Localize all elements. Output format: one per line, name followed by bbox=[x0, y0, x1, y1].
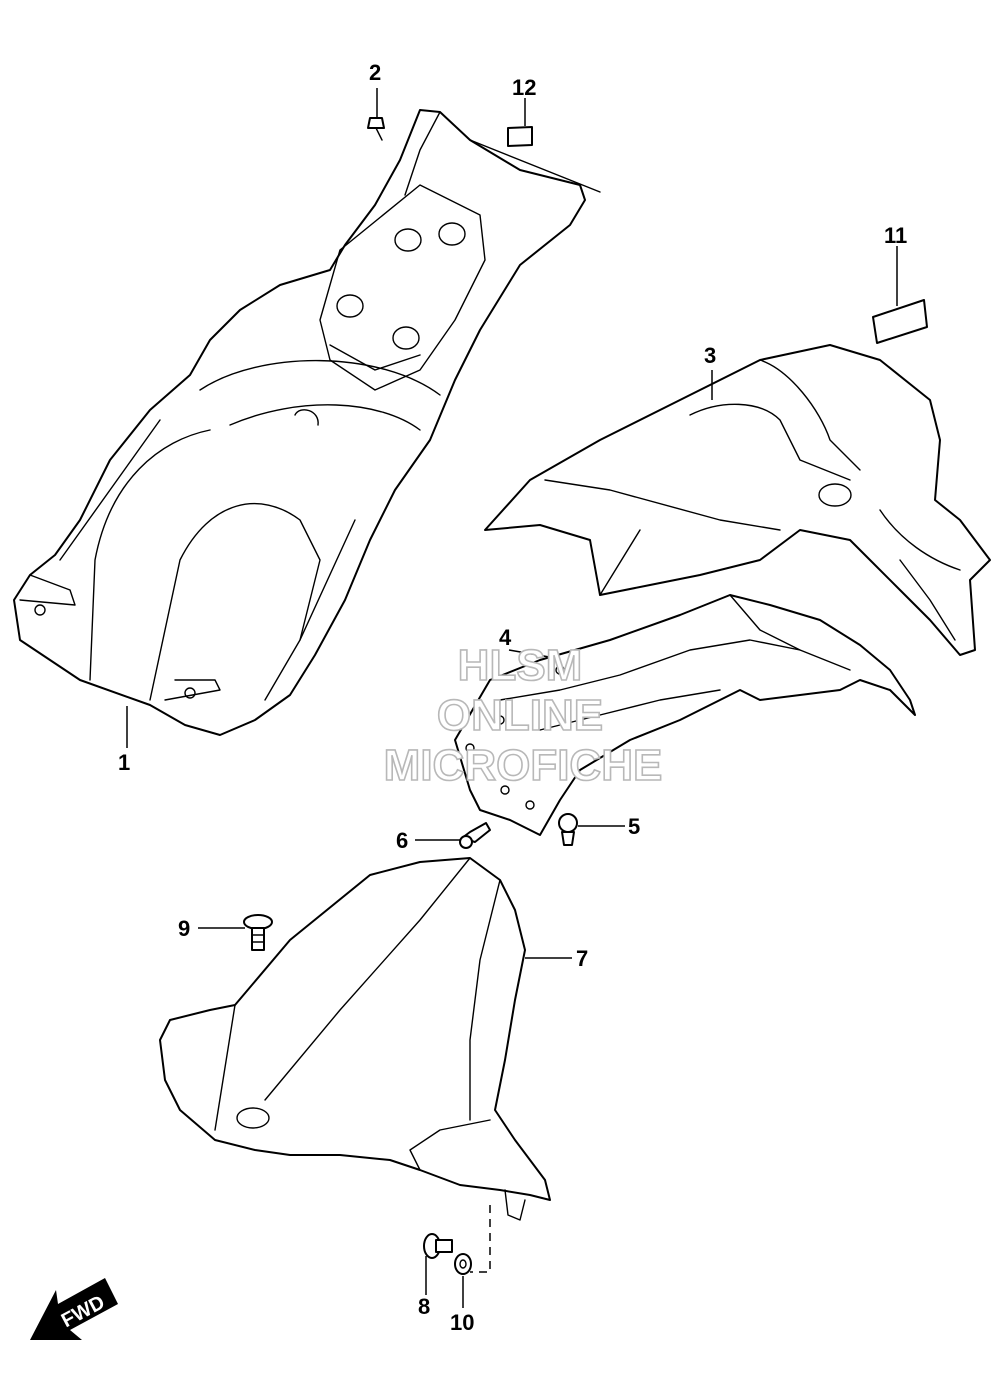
watermark-line-2: ONLINE bbox=[437, 691, 603, 740]
part-3-tail-cowl[interactable] bbox=[484, 344, 991, 656]
arrow-down-left-icon bbox=[30, 1278, 118, 1340]
watermark-line-1: HLSM bbox=[458, 641, 583, 690]
callout-3: 3 bbox=[704, 343, 716, 368]
callout-8: 8 bbox=[418, 1294, 430, 1319]
watermark: HLSM ONLINE MICROFICHE bbox=[383, 640, 663, 791]
part-10-washer[interactable] bbox=[454, 1253, 472, 1275]
callout-6: 6 bbox=[396, 828, 408, 853]
part-1-rear-fender[interactable] bbox=[13, 109, 601, 736]
part-11-label[interactable] bbox=[872, 299, 928, 344]
callout-1: 1 bbox=[118, 750, 130, 775]
callout-4: 4 bbox=[499, 625, 512, 650]
callout-7: 7 bbox=[576, 946, 588, 971]
callout-12: 12 bbox=[512, 75, 536, 100]
callout-labels: 1 2 3 4 5 6 7 8 9 10 11 12 bbox=[118, 60, 907, 1335]
callout-5: 5 bbox=[628, 814, 640, 839]
part-5-clip[interactable] bbox=[558, 813, 578, 846]
part-7-hugger[interactable] bbox=[159, 857, 551, 1221]
callout-9: 9 bbox=[178, 916, 190, 941]
part-4-inner-fender[interactable] bbox=[454, 594, 916, 836]
leader-lines bbox=[126, 88, 898, 1308]
watermark-line-3: MICROFICHE bbox=[384, 741, 663, 790]
part-12-label[interactable] bbox=[507, 126, 533, 147]
part-9-bolt[interactable] bbox=[243, 914, 273, 951]
callout-10: 10 bbox=[450, 1310, 474, 1335]
part-8-bolt[interactable] bbox=[423, 1233, 453, 1259]
fwd-direction-badge: FWD bbox=[30, 1278, 118, 1340]
part-2-screw[interactable] bbox=[367, 117, 385, 141]
callout-11: 11 bbox=[884, 223, 907, 248]
callout-2: 2 bbox=[369, 60, 381, 85]
part-6-screw[interactable] bbox=[459, 822, 491, 849]
